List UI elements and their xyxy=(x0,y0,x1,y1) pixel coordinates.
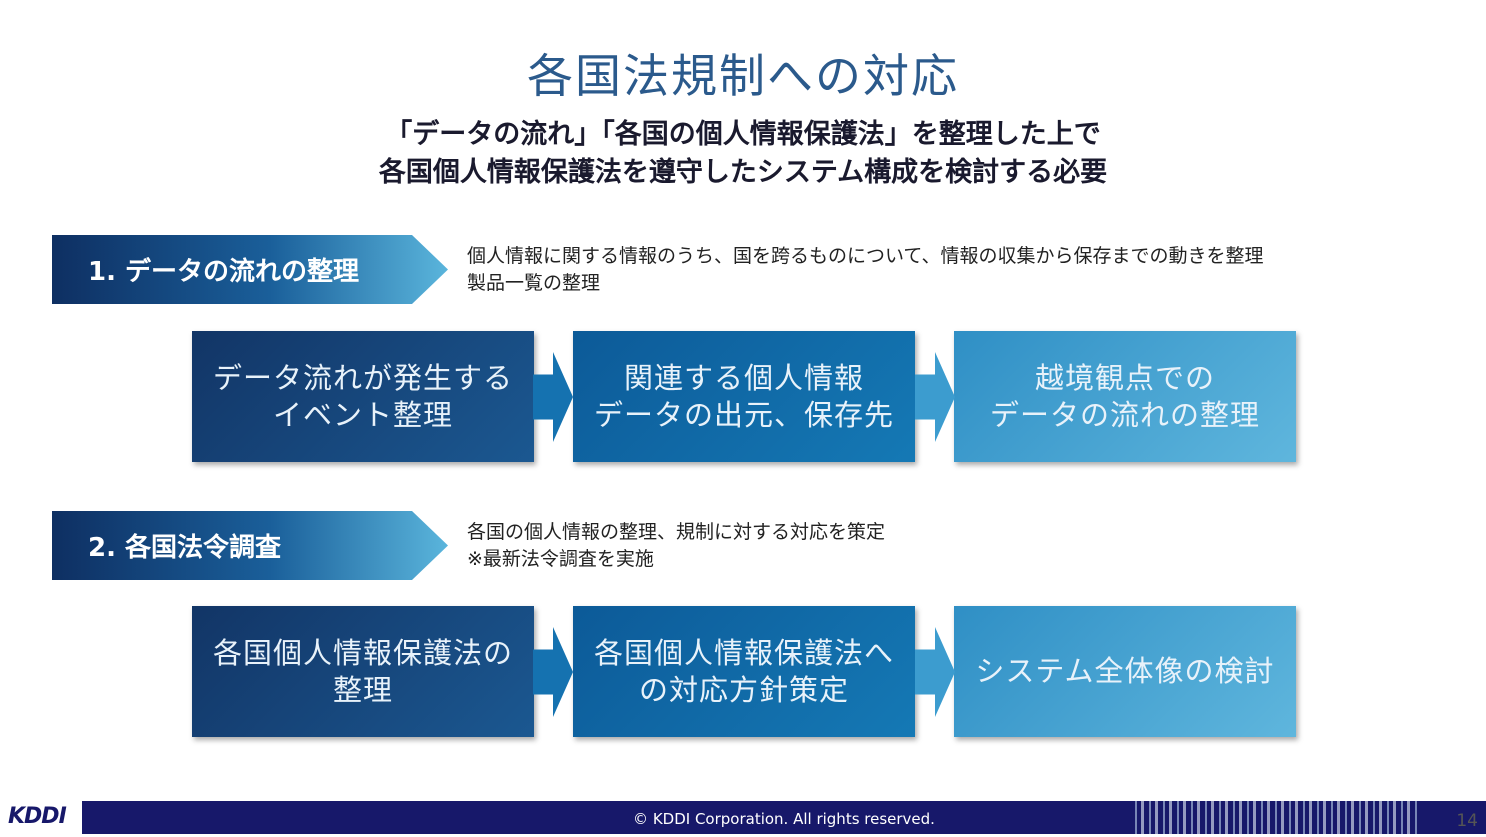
section-1-header: 1. データの流れの整理 xyxy=(52,235,448,304)
kddi-logo: KDDI xyxy=(8,804,67,829)
arrow-right-icon xyxy=(533,352,573,442)
step-line: 越境観点での xyxy=(1034,360,1215,395)
step-box: 越境観点でのデータの流れの整理 xyxy=(954,331,1296,462)
subtitle-line-2: 各国個人情報保護法を遵守したシステム構成を検討する必要 xyxy=(378,157,1108,188)
step-line: データの出元、保存先 xyxy=(593,397,894,432)
desc-line: ※最新法令調査を実施 xyxy=(467,548,654,570)
subtitle-line-1: 「データの流れ」「各国の個人情報保護法」を整理した上で xyxy=(385,119,1101,150)
step-line: 整理 xyxy=(332,672,393,707)
desc-line: 各国の個人情報の整理、規制に対する対応を策定 xyxy=(467,521,886,543)
step-line: 関連する個人情報 xyxy=(623,360,864,395)
step-box: システム全体像の検討 xyxy=(954,606,1296,737)
page-number: 14 xyxy=(1456,811,1478,831)
pixel-decoration xyxy=(1130,801,1420,834)
desc-line: 個人情報に関する情報のうち、国を跨るものについて、情報の収集から保存までの動きを… xyxy=(467,245,1264,267)
copyright: © KDDI Corporation. All rights reserved. xyxy=(633,810,935,828)
step-line: の対応方針策定 xyxy=(638,672,849,707)
slide-title: 各国法規制への対応 xyxy=(527,49,959,103)
arrow-right-icon xyxy=(915,627,955,717)
step-line: 各国個人情報保護法の xyxy=(212,635,513,670)
step-line: データの流れの整理 xyxy=(989,397,1260,432)
step-line: 各国個人情報保護法へ xyxy=(593,635,894,670)
step-line: データ流れが発生する xyxy=(212,360,513,395)
section-2-description: 各国の個人情報の整理、規制に対する対応を策定 ※最新法令調査を実施 xyxy=(467,519,885,573)
step-box: 関連する個人情報データの出元、保存先 xyxy=(573,331,915,462)
arrow-right-icon xyxy=(915,352,955,442)
step-line: イベント整理 xyxy=(272,397,453,432)
section-2-header: 2. 各国法令調査 xyxy=(52,511,448,580)
arrow-right-icon xyxy=(533,627,573,717)
step-box: データ流れが発生するイベント整理 xyxy=(192,331,534,462)
step-line: システム全体像の検討 xyxy=(975,654,1275,688)
desc-line: 製品一覧の整理 xyxy=(467,272,601,294)
step-box: 各国個人情報保護法の整理 xyxy=(192,606,534,737)
section-1-description: 個人情報に関する情報のうち、国を跨るものについて、情報の収集から保存までの動きを… xyxy=(467,243,1263,297)
step-box: 各国個人情報保護法への対応方針策定 xyxy=(573,606,915,737)
